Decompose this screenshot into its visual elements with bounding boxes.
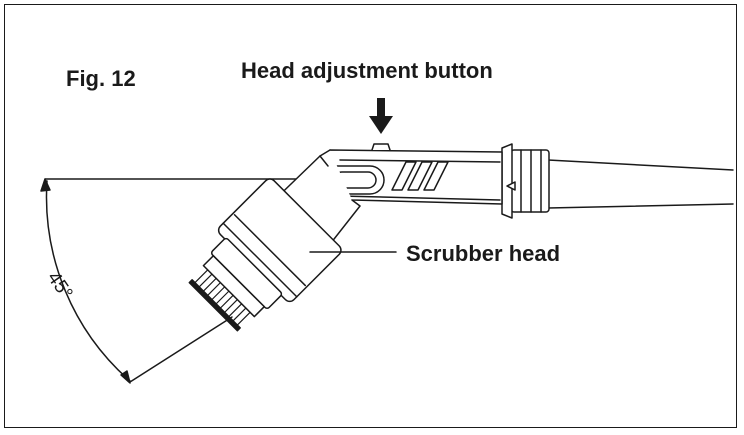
scrubber-head-label: Scrubber head [406, 241, 561, 266]
figure-frame [4, 4, 737, 428]
angle-head-axis-line [129, 316, 233, 383]
grip-slot [407, 161, 433, 191]
figure-number: Fig. 12 [66, 66, 136, 91]
grip-slot [423, 161, 449, 191]
coupling-nut [510, 149, 550, 213]
brush-bristles [188, 279, 241, 332]
head-adjustment-arrow [369, 98, 393, 134]
angle-arrowhead-top [40, 178, 51, 192]
grip-slot [391, 161, 417, 191]
pipe-bottom-edge [547, 203, 734, 209]
head-adjustment-button-label: Head adjustment button [241, 58, 493, 83]
coupling-collar [501, 143, 513, 219]
angle-arrowhead-bottom [120, 370, 131, 384]
head-adjustment-button [371, 143, 391, 151]
pipe-top-edge [547, 159, 734, 171]
scrubber-head-group [188, 178, 342, 332]
angle-arc [45, 180, 131, 382]
